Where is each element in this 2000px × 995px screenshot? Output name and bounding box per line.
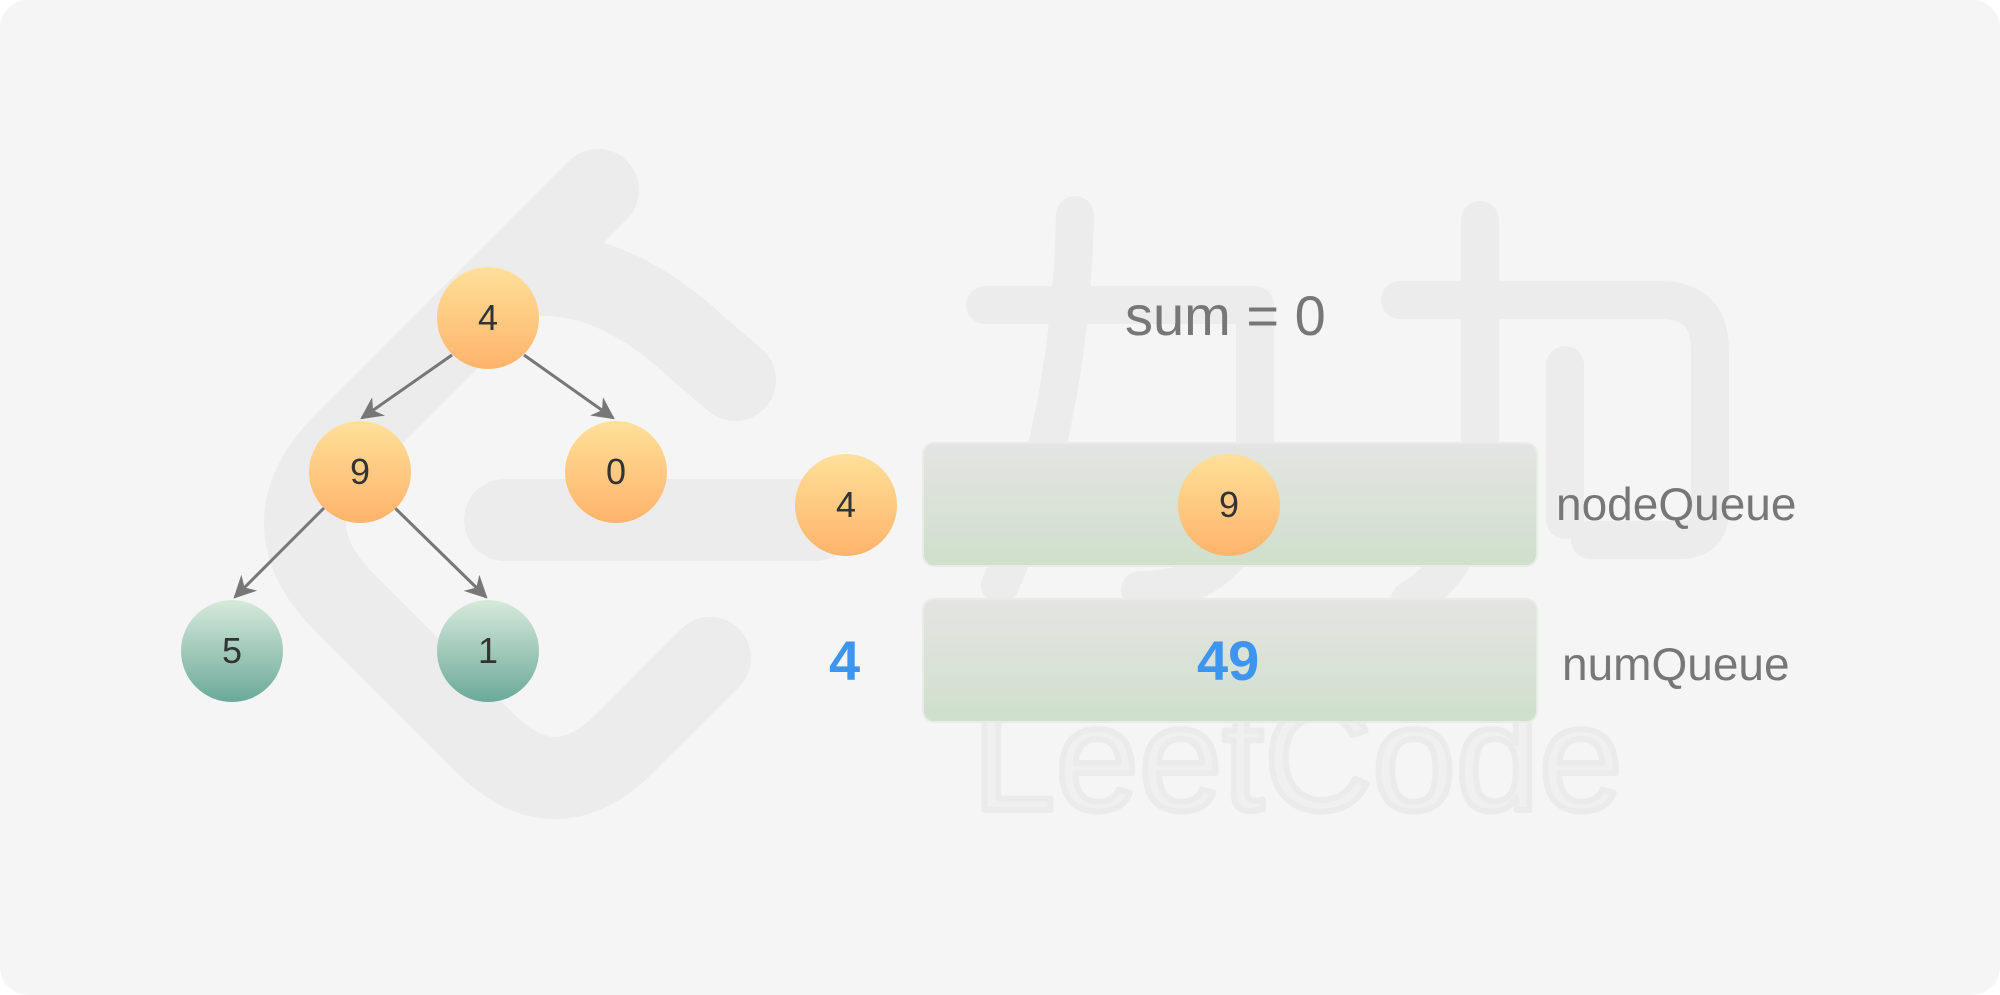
tree-edge-4-0	[523, 353, 615, 420]
num-queue-box	[922, 598, 1538, 723]
watermark-glyph-stroke	[1381, 281, 1729, 559]
tree-edge-9-1	[393, 506, 488, 599]
num-queue-dequeued-value: 4	[829, 629, 861, 692]
num-queue-item: 49	[1197, 629, 1260, 692]
node-queue-dequeued-node: 4	[795, 454, 897, 556]
tree-node-4: 4	[437, 267, 539, 369]
tree-edge-4-9	[360, 353, 453, 420]
tree-node-9: 9	[309, 421, 411, 523]
watermark-logo-arm	[504, 234, 776, 421]
tree-node-0: 0	[565, 421, 667, 523]
node-queue-label: nodeQueue	[1556, 478, 1797, 530]
tree-edge-9-5	[233, 506, 326, 599]
sum-label: sum = 0	[1125, 284, 1326, 347]
node-queue-item: 9	[1178, 454, 1280, 556]
tree-node-1: 1	[437, 600, 539, 702]
tree-node-5: 5	[181, 600, 283, 702]
num-queue-label: numQueue	[1562, 638, 1790, 690]
